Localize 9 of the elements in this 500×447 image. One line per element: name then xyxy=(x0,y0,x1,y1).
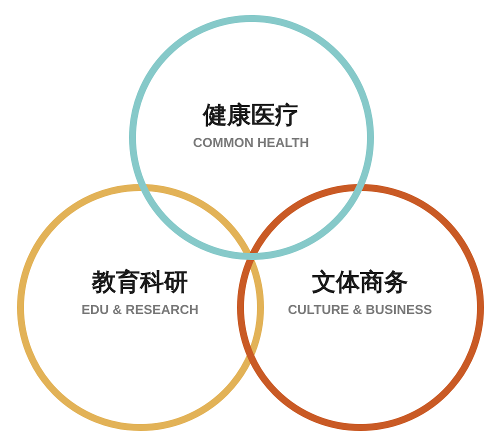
subheading: COMMON HEALTH xyxy=(192,135,310,150)
heading: 文体商务 xyxy=(312,267,408,298)
ring xyxy=(236,184,484,430)
ring xyxy=(128,14,374,260)
heading: 健康医疗 xyxy=(203,100,299,131)
subheading: CULTURE & BUSINESS xyxy=(288,302,432,317)
heading: 教育科研 xyxy=(92,267,188,298)
ring xyxy=(16,184,264,430)
subheading: EDU & RESEARCH xyxy=(82,302,198,317)
